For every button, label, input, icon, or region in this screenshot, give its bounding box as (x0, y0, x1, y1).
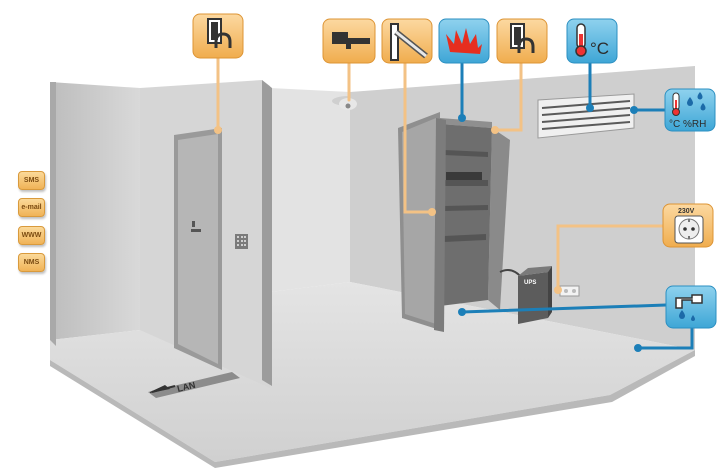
power-sensor[interactable]: 230V (662, 203, 714, 248)
sensor-connections (214, 56, 694, 352)
flood-sensor[interactable] (665, 285, 717, 329)
floor-edge (50, 350, 695, 468)
thermometer-icon (575, 23, 587, 57)
door-handle[interactable] (191, 229, 201, 232)
entrance-door[interactable] (174, 128, 248, 370)
power-label: 230V (678, 208, 695, 215)
door-contact-sensor[interactable] (192, 13, 244, 59)
humidity-unit: °C %RH (669, 119, 706, 130)
rack-door-sensor[interactable] (496, 18, 548, 64)
fire-sensor[interactable] (438, 18, 490, 64)
email-button[interactable]: e-mail (18, 198, 45, 217)
water-leak-icon (675, 294, 703, 321)
camera-sensor[interactable] (322, 18, 376, 64)
sms-button[interactable]: SMS (18, 171, 45, 190)
nms-button[interactable]: NMS (18, 253, 45, 272)
air-conditioner (537, 93, 635, 139)
rack-door-contact-icon (510, 23, 535, 53)
lan-label: LAN (176, 380, 196, 394)
ups-unit: UPS (518, 266, 552, 324)
door-contact-icon (207, 18, 232, 48)
lan-channel: LAN (148, 372, 240, 398)
temperature-unit: °C (590, 39, 609, 58)
wall-outlet (559, 285, 580, 297)
server-rack (398, 112, 523, 332)
humidity-sensor[interactable]: °C %RH (664, 88, 716, 132)
www-button[interactable]: WWW (18, 226, 45, 245)
fire-icon (446, 28, 482, 54)
camera-icon (332, 32, 370, 49)
humidity-icon (672, 92, 706, 116)
ups-label: UPS (524, 280, 536, 286)
temperature-sensor[interactable]: °C (566, 18, 618, 64)
door-handle-icon (390, 23, 428, 61)
wall-edge (50, 82, 56, 346)
rack-handle-sensor[interactable] (381, 18, 433, 64)
left-wall (50, 82, 140, 340)
power-outlet-icon (674, 215, 704, 244)
back-wall (270, 88, 350, 292)
